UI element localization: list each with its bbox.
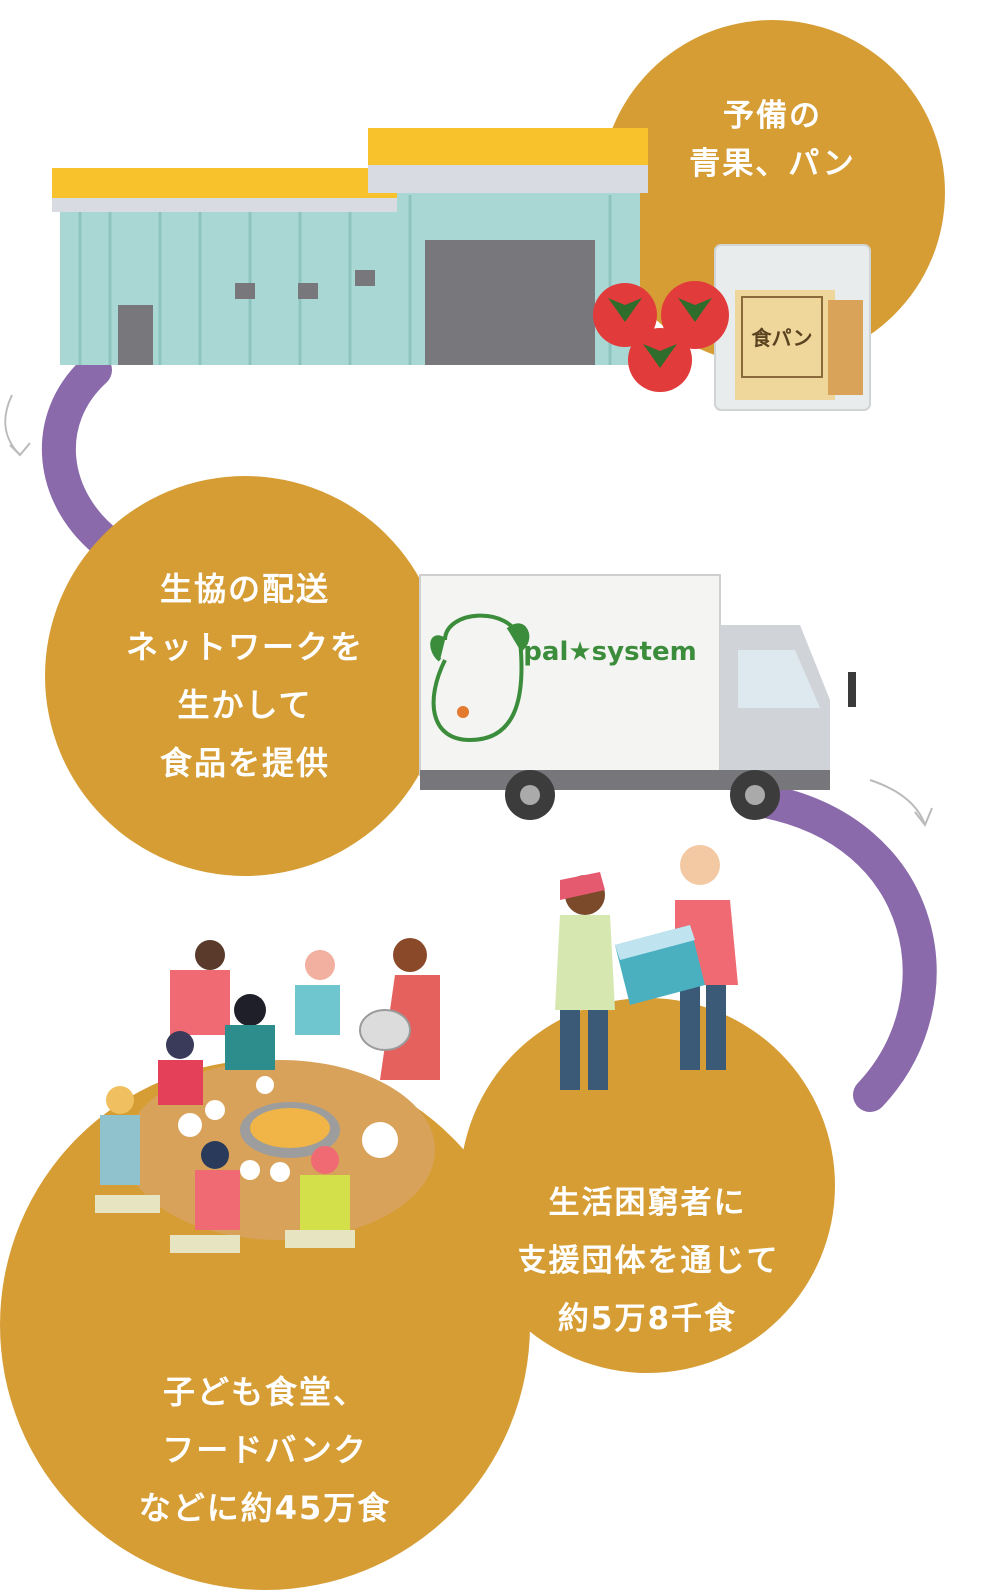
step-text-line: フードバンク bbox=[162, 1431, 368, 1469]
step-text-line: 食品を提供 bbox=[159, 744, 330, 782]
step-text-line: 予備の bbox=[723, 98, 822, 134]
bread-label: 食パン bbox=[752, 326, 813, 350]
dog-logo-icon bbox=[430, 613, 530, 743]
volunteer-left bbox=[555, 872, 615, 1090]
step-circle-delivery-network: 生協の配送 ネットワークを 生かして 食品を提供 bbox=[45, 476, 445, 876]
flow-arrow-icon bbox=[4, 394, 31, 457]
child-figure bbox=[158, 1031, 203, 1105]
tomato-icon bbox=[628, 328, 692, 392]
child-figure bbox=[225, 994, 275, 1070]
child-figure bbox=[100, 1086, 140, 1185]
tomato-icon bbox=[661, 281, 729, 349]
child-figure bbox=[170, 940, 230, 1035]
step-text-line: 子ども食堂、 bbox=[162, 1373, 367, 1411]
step-text-line: 生活困窮者に bbox=[548, 1184, 747, 1221]
flow-arrow-icon bbox=[869, 779, 933, 827]
truck-brand-text: pal★system bbox=[523, 637, 696, 667]
child-figure bbox=[195, 1141, 240, 1230]
bread-bag-icon: 食パン bbox=[714, 244, 871, 411]
child-figure bbox=[300, 1146, 350, 1230]
connector-top bbox=[41, 353, 127, 562]
step-text-line: ネットワークを bbox=[125, 628, 364, 666]
adult-with-pot bbox=[359, 938, 440, 1080]
connector-right bbox=[743, 783, 937, 1112]
step-text-line: 生協の配送 bbox=[159, 570, 330, 608]
step-text-line: 生かして bbox=[177, 686, 313, 724]
step-text-line: 約5万8千食 bbox=[557, 1300, 738, 1337]
tomato-icon bbox=[593, 283, 657, 347]
child-figure bbox=[295, 950, 340, 1035]
step-text-line: 青果、パン bbox=[689, 146, 856, 182]
step-text-line: 支援団体を通じて bbox=[515, 1242, 780, 1279]
step-text-line: などに約45万食 bbox=[138, 1489, 392, 1527]
food-crate-icon bbox=[615, 925, 705, 1005]
